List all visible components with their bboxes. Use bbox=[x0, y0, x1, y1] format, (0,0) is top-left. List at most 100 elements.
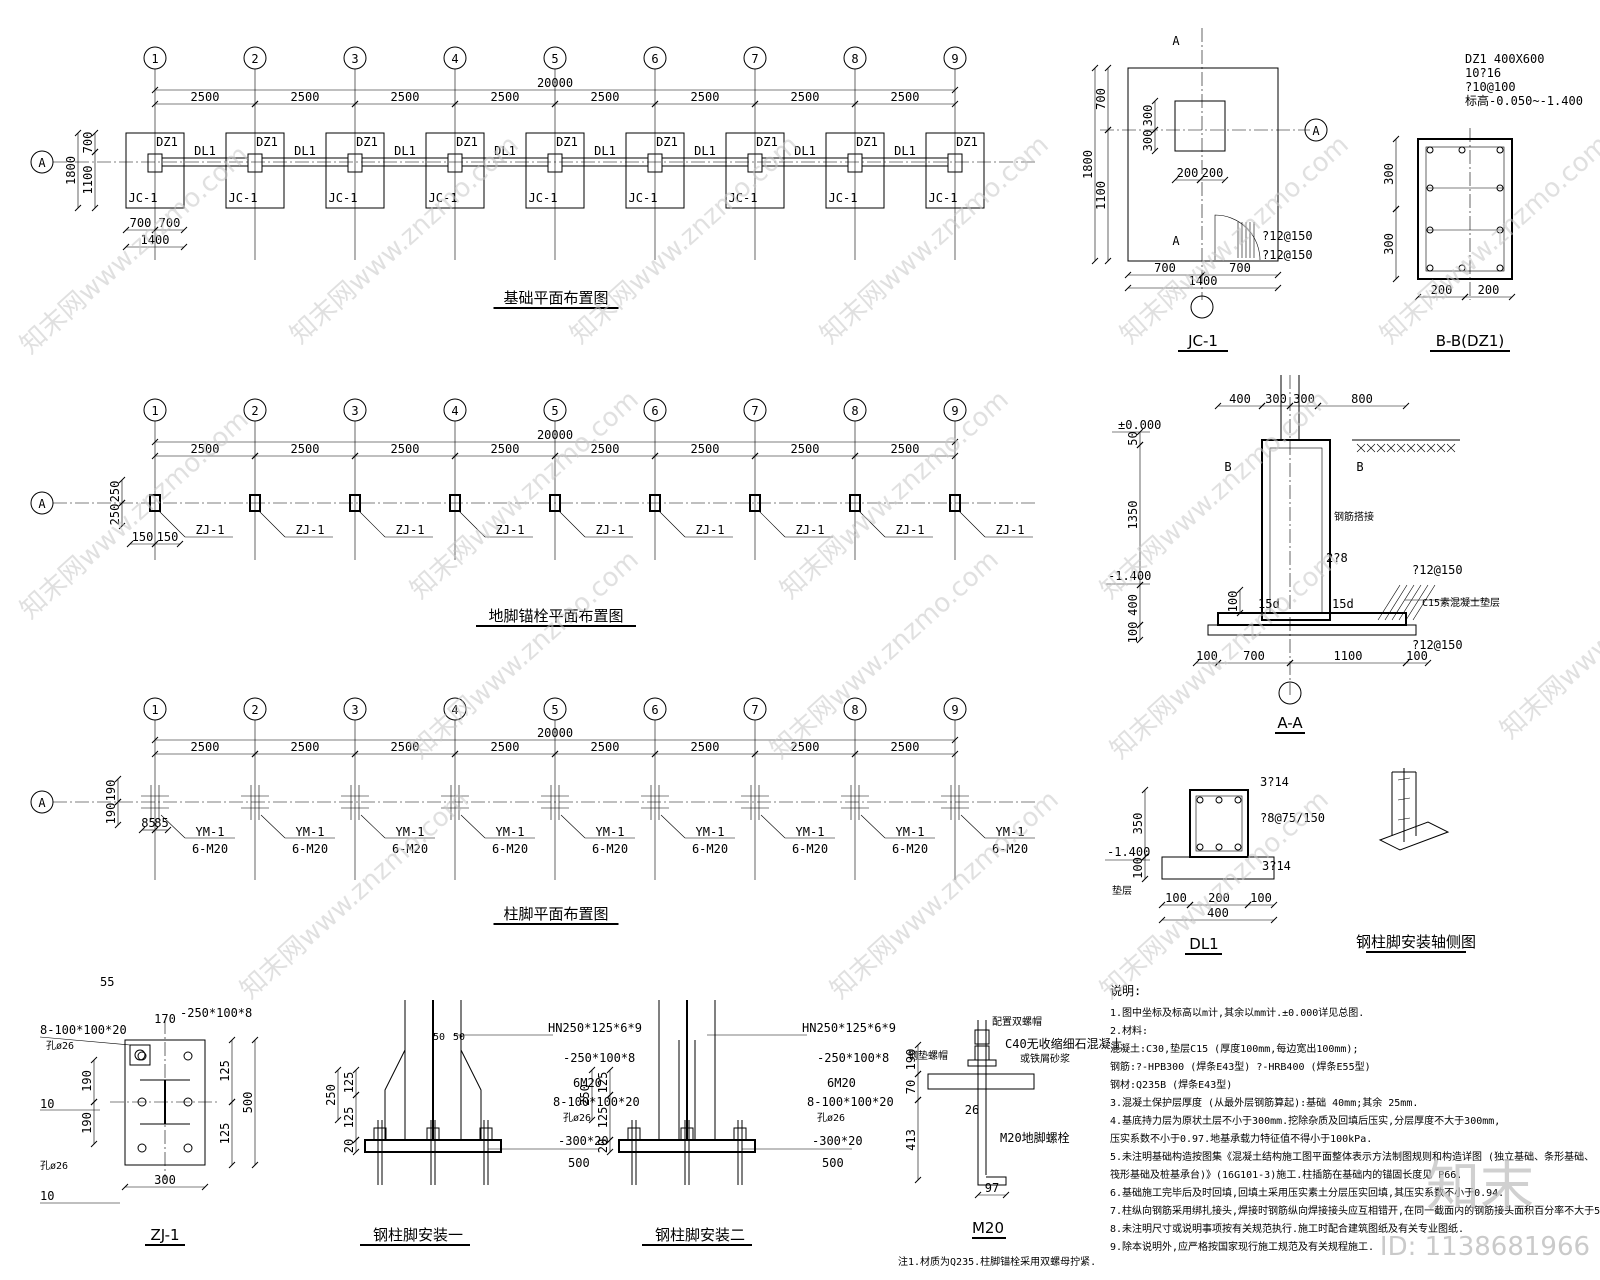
leader-line bbox=[860, 814, 886, 839]
rebar-dot bbox=[1234, 796, 1242, 804]
stirrup bbox=[1425, 146, 1505, 272]
anchor-plate bbox=[949, 494, 961, 512]
rebar-dot bbox=[1426, 184, 1434, 192]
dim-tick bbox=[74, 204, 82, 212]
dim-tick bbox=[551, 452, 559, 460]
drawing-title: B-B(DZ1) bbox=[1436, 332, 1505, 350]
dim-tick bbox=[751, 100, 759, 108]
column-dz1 bbox=[447, 153, 463, 173]
dim-tick bbox=[1258, 402, 1266, 410]
leader-line bbox=[358, 510, 386, 538]
dim-tick bbox=[951, 86, 959, 94]
concrete-hatch bbox=[1377, 584, 1401, 621]
watermark-logo: 知末 bbox=[1426, 1155, 1534, 1218]
dim-tick bbox=[974, 1191, 982, 1199]
dim-tick bbox=[228, 1161, 236, 1169]
dim-tick bbox=[651, 100, 659, 108]
bolt-hole bbox=[134, 1049, 146, 1061]
dim-tick bbox=[114, 775, 122, 783]
axis-number: 6 bbox=[651, 703, 658, 717]
dim-tick bbox=[1151, 126, 1159, 134]
axis-letter: A bbox=[38, 497, 46, 511]
footing-jc1 bbox=[525, 132, 585, 209]
column-label: DZ1 bbox=[256, 135, 278, 149]
footing-label: JC-1 bbox=[529, 191, 558, 205]
rebar-dot bbox=[1458, 146, 1466, 154]
dim-tick bbox=[1392, 275, 1400, 283]
leader-line bbox=[39, 1036, 131, 1046]
column-dz1 bbox=[147, 153, 163, 173]
soil-hatch bbox=[1366, 443, 1376, 453]
dim-text: 100 bbox=[1165, 891, 1187, 905]
dim-text: 700 bbox=[159, 216, 181, 230]
footing-label: JC-1 bbox=[329, 191, 358, 205]
baseplate-label: YM-1 bbox=[696, 825, 725, 839]
nut bbox=[680, 1127, 694, 1141]
dim-text: 20 bbox=[342, 1139, 356, 1153]
member-text: -250*100*8 bbox=[563, 1051, 635, 1065]
dim-text: 1100 bbox=[1094, 181, 1108, 210]
dim-text: 26 bbox=[965, 1103, 979, 1117]
dim-tick bbox=[451, 750, 459, 758]
baseplate-label: YM-1 bbox=[796, 825, 825, 839]
dim-text: 700 bbox=[1229, 261, 1251, 275]
notes-line: 2.材料: bbox=[1110, 1024, 1148, 1037]
dim-text: 2500 bbox=[691, 90, 720, 104]
drawing-title: 地脚锚栓平面布置图 bbox=[488, 607, 623, 625]
leader-line bbox=[760, 814, 786, 839]
leader-line bbox=[460, 814, 486, 839]
dim-text: 125 bbox=[218, 1123, 232, 1145]
column-label: DZ1 bbox=[656, 135, 678, 149]
baseplate-label: YM-1 bbox=[596, 825, 625, 839]
rebar-dot bbox=[1496, 264, 1504, 272]
note-text: 或铁屑砂浆 bbox=[1020, 1052, 1070, 1065]
anchor-label: ZJ-1 bbox=[796, 523, 825, 537]
axis-number: 1 bbox=[151, 52, 158, 66]
dim-text: 2500 bbox=[291, 740, 320, 754]
dim-text: 700 bbox=[81, 132, 95, 154]
dim-text: 100 bbox=[1131, 857, 1145, 879]
dim-tick bbox=[1314, 402, 1322, 410]
anchor-plate bbox=[649, 494, 661, 512]
note-text: 8-100*100*20 bbox=[40, 1023, 127, 1037]
dim-text: 2500 bbox=[491, 90, 520, 104]
dim-tick bbox=[851, 452, 859, 460]
dim-tick bbox=[1136, 636, 1144, 644]
dim-tick bbox=[914, 1096, 922, 1104]
rebar-dot bbox=[1426, 264, 1434, 272]
note-text: ?12@150 bbox=[1412, 563, 1463, 577]
dim-tick bbox=[334, 1116, 342, 1124]
general-notes: 说明:1.图中坐标及标高以m计,其余以mm计.±0.000详见总图.2.材料: … bbox=[1110, 983, 1600, 1253]
note-text: 3?14 bbox=[1262, 859, 1291, 873]
footing-jc1 bbox=[425, 132, 485, 209]
dim-text: 125 bbox=[342, 1072, 356, 1094]
anchor-label: ZJ-1 bbox=[696, 523, 725, 537]
dim-tick bbox=[1270, 916, 1278, 924]
dim-text: 2500 bbox=[491, 740, 520, 754]
dim-tick bbox=[951, 750, 959, 758]
level-text: -1.400 bbox=[1107, 845, 1150, 859]
note-text: C15素混凝土垫层 bbox=[1422, 596, 1500, 609]
rebar-dot bbox=[1496, 184, 1504, 192]
dim-tick bbox=[606, 1066, 614, 1074]
washer bbox=[967, 1059, 997, 1067]
leader-line bbox=[958, 510, 986, 538]
note-text: ?8@75/150 bbox=[1260, 811, 1325, 825]
bolt-hook bbox=[977, 1175, 1007, 1186]
member-text: -300*20 bbox=[558, 1134, 609, 1148]
rebar-dot bbox=[1426, 226, 1434, 234]
dim-tick bbox=[251, 1036, 259, 1044]
dim-tick bbox=[1270, 901, 1278, 909]
dim-text: 2500 bbox=[291, 442, 320, 456]
dim-tick bbox=[228, 1036, 236, 1044]
dim-text: 85 bbox=[154, 816, 168, 830]
anchor-plate bbox=[249, 494, 261, 512]
bolt-label: 6-M20 bbox=[792, 842, 828, 856]
axis-number: 1 bbox=[151, 703, 158, 717]
notes-line: 5.未注明基础构造按图集《混凝土结构施工图平面整体表示方法制图规则和构造详图 (… bbox=[1110, 1150, 1594, 1163]
column-dz1 bbox=[647, 153, 663, 173]
axis-letter: A bbox=[38, 796, 46, 810]
dim-tick bbox=[251, 452, 259, 460]
dim-text: 20000 bbox=[537, 726, 573, 740]
dim-text: 125 bbox=[218, 1060, 232, 1082]
